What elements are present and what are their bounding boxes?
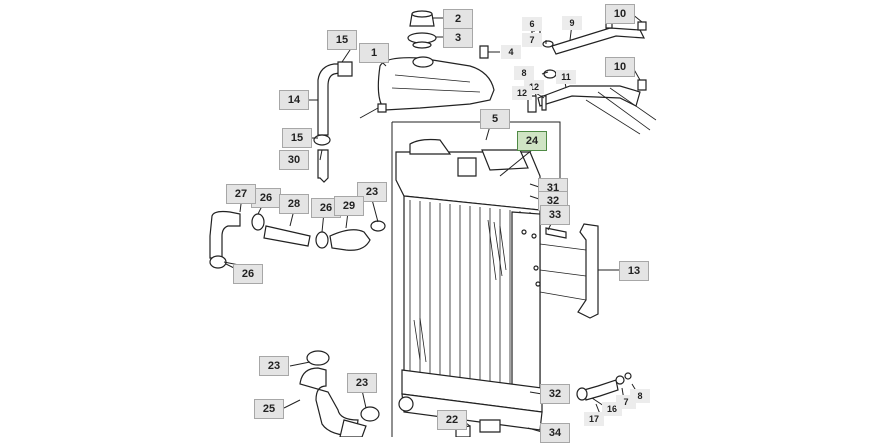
callout-2[interactable]: 2 <box>443 9 473 29</box>
callout-23c[interactable]: 23 <box>347 373 377 393</box>
cap-seal <box>407 32 437 49</box>
callout-29[interactable]: 29 <box>334 196 364 216</box>
bypass-pipe-assembly <box>209 210 386 269</box>
radiator-core <box>403 195 541 401</box>
callout-34[interactable]: 34 <box>540 423 570 443</box>
callout-8b[interactable]: 8 <box>630 389 650 403</box>
callout-10a[interactable]: 10 <box>605 4 635 24</box>
callout-26c[interactable]: 26 <box>233 264 263 284</box>
callout-23a[interactable]: 23 <box>357 182 387 202</box>
callout-7a[interactable]: 7 <box>522 33 542 47</box>
callout-5[interactable]: 5 <box>480 109 510 129</box>
side-bracket <box>539 223 599 319</box>
hose-14 <box>317 61 353 136</box>
filler-cap <box>409 10 435 27</box>
radiator-bottom-tank <box>398 369 543 433</box>
callout-15b[interactable]: 15 <box>282 128 312 148</box>
rod-assembly <box>527 7 657 135</box>
callout-13[interactable]: 13 <box>619 261 649 281</box>
callout-25[interactable]: 25 <box>254 399 284 419</box>
callout-9[interactable]: 9 <box>562 16 582 30</box>
callout-33[interactable]: 33 <box>540 205 570 225</box>
callout-4[interactable]: 4 <box>501 45 521 59</box>
callout-27[interactable]: 27 <box>226 184 256 204</box>
callout-10b[interactable]: 10 <box>605 57 635 77</box>
callout-11[interactable]: 11 <box>556 70 576 84</box>
callout-15a[interactable]: 15 <box>327 30 357 50</box>
callout-14[interactable]: 14 <box>279 90 309 110</box>
callout-28[interactable]: 28 <box>279 194 309 214</box>
callout-8a[interactable]: 8 <box>514 66 534 80</box>
callout-3[interactable]: 3 <box>443 28 473 48</box>
callout-17[interactable]: 17 <box>584 412 604 426</box>
callout-23b[interactable]: 23 <box>259 356 289 376</box>
callout-24[interactable]: 24 <box>517 131 547 151</box>
callout-6[interactable]: 6 <box>522 17 542 31</box>
callout-22[interactable]: 22 <box>437 410 467 430</box>
callout-26b[interactable]: 26 <box>311 198 341 218</box>
callout-32b[interactable]: 32 <box>540 384 570 404</box>
lower-hose <box>299 350 380 437</box>
callout-1[interactable]: 1 <box>359 43 389 63</box>
expansion-tank <box>359 56 495 119</box>
callout-12b[interactable]: 12 <box>512 86 532 100</box>
callout-30[interactable]: 30 <box>279 150 309 170</box>
